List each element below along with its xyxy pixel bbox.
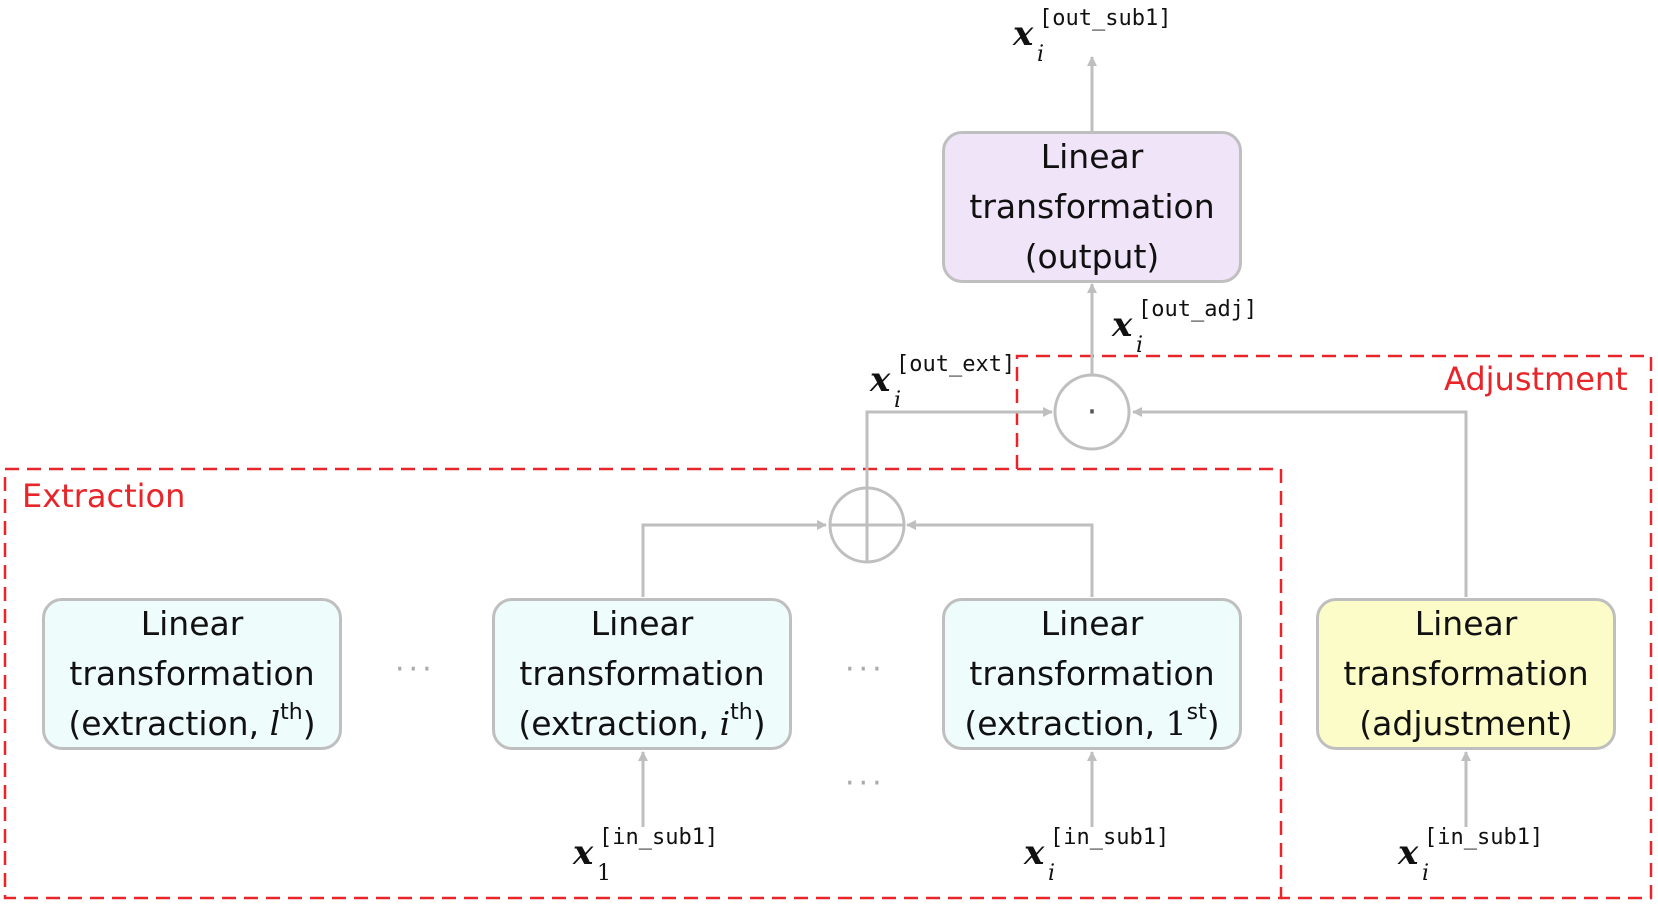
var-subscript: i (1136, 333, 1144, 358)
box-line: transformation (1343, 654, 1589, 693)
box-line-close: ) (1206, 704, 1220, 743)
ordinal-suffix: st (1186, 700, 1207, 725)
box-line-close: ) (752, 704, 766, 743)
box-line: (output) (1024, 237, 1160, 276)
box-line: (extraction, lth) (68, 699, 315, 749)
var-out-ext: x [out_ext] i (870, 352, 1015, 413)
var-base: x (573, 833, 594, 873)
var-subscript: i (1037, 42, 1045, 67)
var-superscript: [in_sub1] (1050, 825, 1170, 850)
box-line: Linear (1040, 604, 1144, 643)
var-superscript: [in_sub1] (1424, 825, 1544, 850)
var-superscript: [out_ext] (896, 352, 1016, 377)
ordinal-suffix: th (730, 700, 753, 725)
box-line-prefix: (extraction, (68, 704, 270, 743)
var-in-sub1-extraction: x [in_sub1] i (1024, 825, 1169, 886)
var-superscript: [out_sub1] (1039, 6, 1172, 31)
connector-sum-to-product (865, 407, 1053, 488)
linear-transformation-extraction-1-box: Linear transformation (extraction, 1st) (942, 598, 1242, 750)
box-line: Linear (1414, 604, 1518, 643)
product-symbol: · (1087, 392, 1098, 432)
var-base: x (1024, 833, 1045, 873)
linear-transformation-extraction-l-box: Linear transformation (extraction, lth) (42, 598, 342, 750)
box-line: Linear (1040, 137, 1144, 176)
connector-extraction-i-to-sum (641, 520, 827, 597)
var-out-adj: x [out_adj] i (1112, 297, 1257, 358)
extraction-index: l (269, 704, 281, 743)
var-in-sub1-first: x [in_sub1] 1 (573, 825, 718, 886)
var-in-sub1-adjustment: x [in_sub1] i (1398, 825, 1543, 886)
connector-adjustment-to-product (1132, 407, 1468, 597)
box-line-prefix: (extraction, (964, 704, 1166, 743)
box-line: transformation (519, 654, 765, 693)
var-out-sub1: x [out_sub1] i (1013, 6, 1171, 67)
ellipsis-between-inputs: ··· (845, 766, 886, 801)
var-base: x (1112, 305, 1133, 345)
linear-transformation-extraction-i-box: Linear transformation (extraction, ith) (492, 598, 792, 750)
var-superscript: [in_sub1] (599, 825, 719, 850)
extraction-index: 1 (1165, 704, 1187, 743)
ellipsis-between-boxes-left: ··· (395, 652, 436, 687)
box-line: transformation (69, 654, 315, 693)
box-line: (extraction, ith) (518, 699, 765, 749)
var-subscript: i (894, 388, 902, 413)
box-line: transformation (969, 654, 1215, 693)
box-line-prefix: (extraction, (518, 704, 720, 743)
extraction-region-label: Extraction (22, 477, 186, 515)
adjustment-region-label: Adjustment (1444, 360, 1628, 398)
box-line: Linear (590, 604, 694, 643)
linear-transformation-output-box: Linear transformation (output) (942, 131, 1242, 283)
sum-operator (828, 486, 906, 564)
ellipsis-between-boxes-right: ··· (845, 652, 886, 687)
box-line: (adjustment) (1359, 704, 1573, 743)
var-subscript: 1 (597, 861, 611, 886)
var-subscript: i (1048, 861, 1056, 886)
var-base: x (1398, 833, 1419, 873)
var-base: x (870, 360, 891, 400)
box-line-close: ) (302, 704, 316, 743)
box-line: transformation (969, 187, 1215, 226)
box-line: (extraction, 1st) (964, 699, 1219, 749)
var-subscript: i (1422, 861, 1430, 886)
var-superscript: [out_adj] (1138, 297, 1258, 322)
product-operator: · (1053, 373, 1131, 451)
linear-transformation-adjustment-box: Linear transformation (adjustment) (1316, 598, 1616, 750)
connector-extraction-1-to-sum (906, 520, 1094, 597)
extraction-index: i (719, 704, 731, 743)
var-base: x (1013, 14, 1034, 54)
adjustment-region-outline (1015, 354, 1653, 900)
box-line: Linear (140, 604, 244, 643)
ordinal-suffix: th (280, 700, 303, 725)
